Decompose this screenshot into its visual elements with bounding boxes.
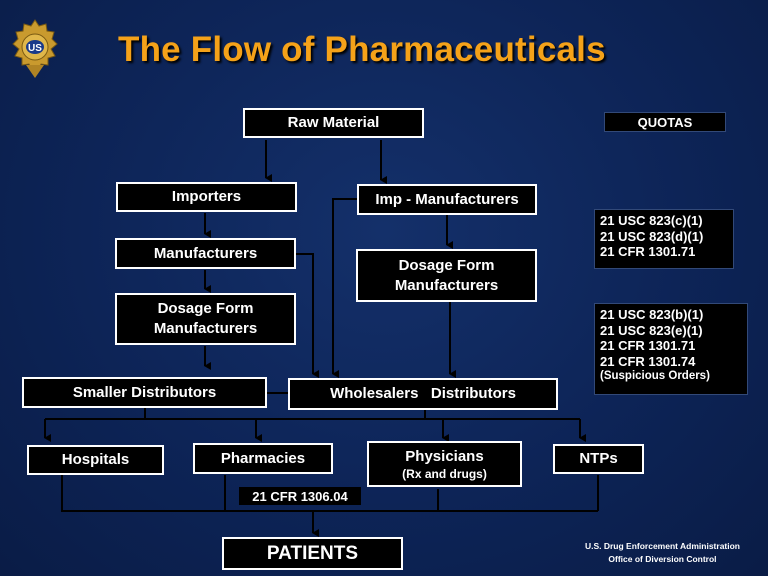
dosage-form-manufacturers-left-box: Dosage Form Manufacturers xyxy=(115,293,296,345)
regulation-line: 21 USC 823(c)(1) xyxy=(600,213,703,228)
smaller-distributors-label: Smaller Distributors xyxy=(72,383,217,401)
ntps-label: NTPs xyxy=(579,450,618,467)
regulation-group-2: 21 USC 823(b)(1) 21 USC 823(e)(1) 21 CFR… xyxy=(595,304,747,394)
page-title: The Flow of Pharmaceuticals xyxy=(118,30,606,69)
dosage-form-manufacturers-right-box: Dosage Form Manufacturers xyxy=(356,249,537,302)
smaller-distributors-box: Smaller Distributors xyxy=(22,377,267,408)
dosage-right-line1: Dosage Form xyxy=(398,256,495,274)
dea-badge-icon: US xyxy=(12,19,58,78)
importers-label: Importers xyxy=(171,188,242,205)
hospitals-box: Hospitals xyxy=(27,445,164,475)
regulation-line: 21 CFR 1301.71 xyxy=(600,338,696,353)
manufacturers-box: Manufacturers xyxy=(115,238,296,269)
physicians-box: Physicians (Rx and drugs) xyxy=(367,441,522,487)
suspicious-orders-note: (Suspicious Orders) xyxy=(600,370,710,382)
footer-office: Office of Diversion Control xyxy=(608,554,717,564)
physicians-sub-label: (Rx and drugs) xyxy=(402,466,487,481)
pharmacies-label: Pharmacies xyxy=(220,449,306,467)
raw-material-label: Raw Material xyxy=(287,114,380,131)
dosage-left-line1: Dosage Form xyxy=(157,300,254,317)
imp-manufacturers-box: Imp - Manufacturers xyxy=(357,184,537,215)
quotas-label: QUOTAS xyxy=(605,113,725,131)
patients-box: PATIENTS xyxy=(222,537,403,570)
regulation-line: 21 CFR 1301.71 xyxy=(600,244,696,259)
footer-agency: U.S. Drug Enforcement Administration xyxy=(584,541,740,551)
patients-label: PATIENTS xyxy=(266,542,359,564)
raw-material-box: Raw Material xyxy=(243,108,424,138)
hospitals-label: Hospitals xyxy=(61,451,130,468)
footer: U.S. Drug Enforcement Administration Off… xyxy=(585,540,740,566)
dosage-left-line2: Manufacturers xyxy=(153,320,258,337)
regulation-line: 21 CFR 1301.74 xyxy=(600,353,696,369)
cfr-1306-label: 21 CFR 1306.04 xyxy=(239,487,361,505)
badge-text: US xyxy=(28,43,42,54)
regulation-line: 21 USC 823(e)(1) xyxy=(600,322,703,338)
regulation-group-1: 21 USC 823(c)(1) 21 USC 823(d)(1) 21 CFR… xyxy=(595,210,733,268)
pharmacies-box: Pharmacies xyxy=(193,443,333,474)
regulation-line: 21 USC 823(d)(1) xyxy=(600,228,704,244)
regulation-line: 21 USC 823(b)(1) xyxy=(600,307,704,322)
wholesalers-distributors-box: Wholesalers Distributors xyxy=(288,378,558,410)
manufacturers-label: Manufacturers xyxy=(153,244,258,262)
imp-manufacturers-label: Imp - Manufacturers xyxy=(375,190,519,208)
dosage-right-line2: Manufacturers xyxy=(394,276,499,294)
ntps-box: NTPs xyxy=(553,444,644,474)
wholesalers-label: Wholesalers Distributors xyxy=(330,385,516,402)
importers-box: Importers xyxy=(116,182,297,212)
physicians-label: Physicians xyxy=(405,447,484,465)
